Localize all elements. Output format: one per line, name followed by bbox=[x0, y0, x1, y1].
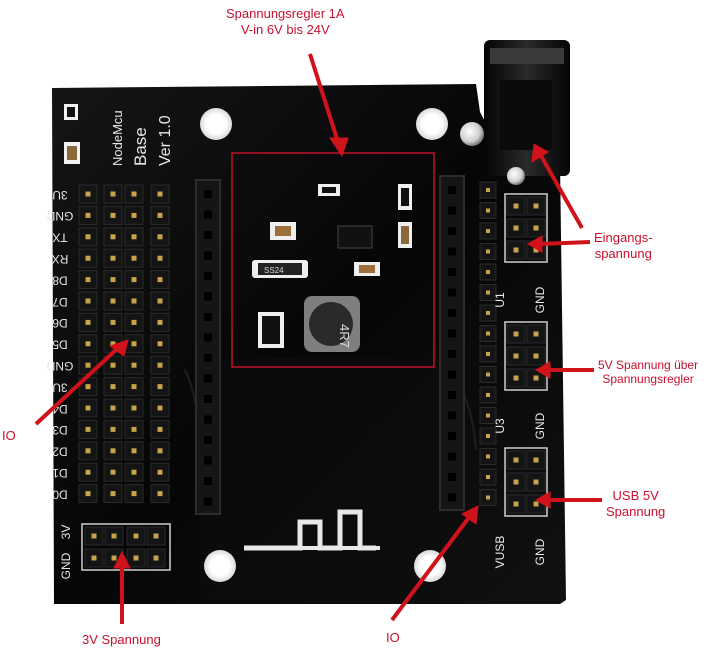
left-pin-headers bbox=[78, 184, 170, 504]
led bbox=[507, 167, 525, 185]
annotation-arrows bbox=[34, 53, 602, 624]
usb-line-2: Spannung bbox=[606, 504, 666, 519]
regulator-line-1: Spannungsregler 1A bbox=[226, 6, 345, 21]
usb-line-1: USB 5V bbox=[612, 488, 659, 503]
regulator-line-2: V-in 6V bis 24V bbox=[240, 22, 330, 37]
left-pin-label: D3 bbox=[52, 423, 68, 437]
board-version: Ver 1.0 bbox=[157, 115, 174, 166]
chip-inductor-label: 4R7 bbox=[337, 324, 352, 348]
dc-jack bbox=[484, 40, 570, 176]
three-v-annotation: 3V Spannung bbox=[82, 632, 161, 647]
left-pin-label: 3U bbox=[52, 188, 67, 202]
right-pin-label: U3 bbox=[493, 418, 507, 434]
regulator-components bbox=[252, 184, 412, 352]
left-pin-label: D0 bbox=[52, 487, 68, 501]
mount-hole bbox=[416, 108, 448, 140]
right-pin-label: GND bbox=[533, 538, 547, 565]
regulator-highlight bbox=[231, 152, 435, 368]
board-name: NodeMcu bbox=[110, 110, 125, 166]
bottom-pin-labels: GND 3V bbox=[59, 525, 73, 580]
left-pin-label: D8 bbox=[52, 273, 68, 287]
left-pin-label: TX bbox=[52, 231, 67, 245]
left-pin-label: 3U bbox=[52, 380, 67, 394]
io-bottom-annotation: IO bbox=[386, 630, 400, 645]
mount-hole bbox=[200, 108, 232, 140]
chip-diode-label: SS24 bbox=[264, 266, 284, 275]
five-v-line-1: 5V Spannung über bbox=[598, 358, 699, 372]
bottom-pin-headers bbox=[81, 523, 171, 571]
right-pin-label: U1 bbox=[493, 292, 507, 308]
input-voltage-annotation: Eingangs- spannung bbox=[594, 230, 653, 262]
left-pin-label: D5 bbox=[52, 338, 68, 352]
usb-annotation: USB 5V Spannung bbox=[606, 488, 665, 520]
right-pin-label: VUSB bbox=[493, 536, 507, 569]
left-pin-label: D2 bbox=[52, 445, 68, 459]
left-pin-label: RX bbox=[52, 252, 69, 266]
left-pin-label: GND bbox=[46, 359, 73, 373]
right-pin-label: GND bbox=[533, 412, 547, 439]
board-base: Base bbox=[131, 127, 150, 166]
left-pin-label: D6 bbox=[52, 316, 68, 330]
right-pin-label: GND bbox=[533, 286, 547, 313]
five-v-line-2: Spannungsregler bbox=[602, 372, 694, 386]
regulator-annotation: Spannungsregler 1A V-in 6V bis 24V bbox=[226, 6, 345, 38]
led bbox=[460, 122, 484, 146]
left-pin-label: D1 bbox=[52, 466, 68, 480]
bottom-pin-label: GND bbox=[59, 552, 73, 579]
five-v-annotation: 5V Spannung über Spannungsregler bbox=[598, 358, 698, 386]
input-line-1: Eingangs- bbox=[594, 230, 653, 245]
io-left-annotation: IO bbox=[2, 428, 16, 443]
left-pin-label: D7 bbox=[52, 295, 68, 309]
mount-hole bbox=[204, 550, 236, 582]
input-line-2: spannung bbox=[594, 246, 652, 261]
left-pin-label: GND bbox=[46, 209, 73, 223]
bottom-pin-label: 3V bbox=[59, 525, 73, 540]
